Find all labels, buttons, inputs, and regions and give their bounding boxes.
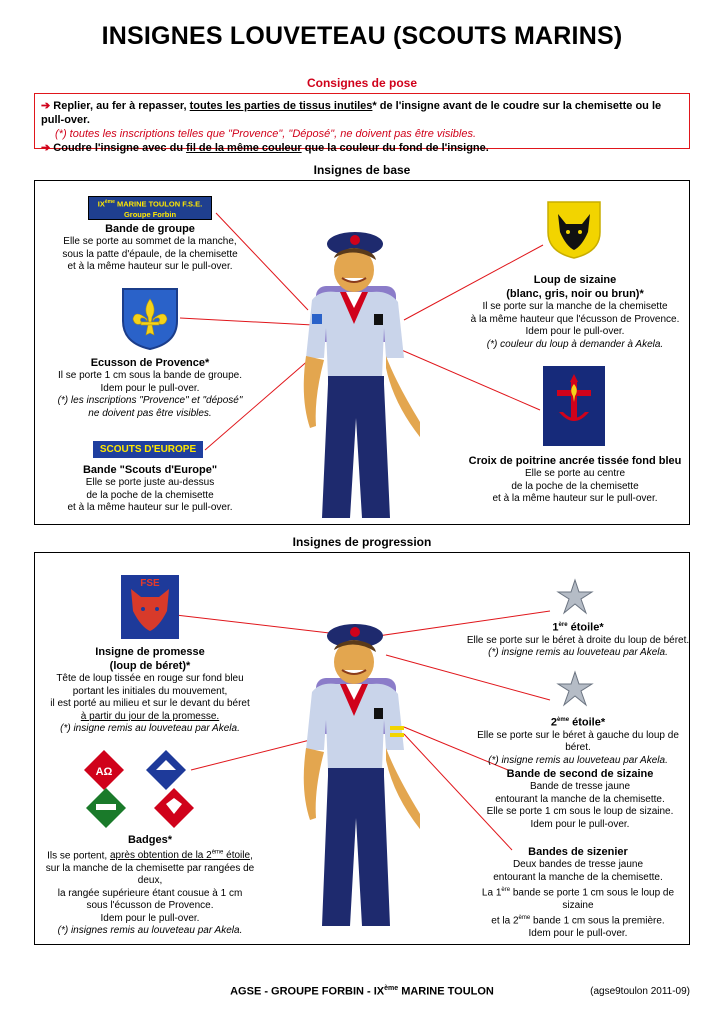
star-1-icon — [556, 578, 594, 615]
consigne-text: * de l'insigne avant de le coudre sur la… — [41, 100, 662, 126]
anchor-cross-badge-icon — [543, 366, 605, 446]
second-sizaine-caption: Bande de second de sizaine Bande de tres… — [486, 768, 674, 830]
arrow-right-icon: ➔ — [41, 100, 51, 112]
consigne-text: Coudre l'insigne avec du — [53, 142, 187, 154]
bande-groupe-caption: Bande de groupe Elle se porte au sommet … — [62, 223, 238, 272]
badges-caption: Badges* Ils se portent, après obtention … — [45, 834, 255, 937]
sizenier-caption: Bandes de sizenier Deux bandes de tresse… — [481, 846, 675, 940]
scout-figure-illustration — [303, 624, 420, 926]
base-heading: Insignes de base — [313, 163, 411, 177]
base-panel — [34, 180, 690, 525]
promise-wolf-badge-icon: FSE — [121, 575, 179, 639]
consigne-text: que la couleur du fond de l'insigne. — [301, 142, 489, 154]
progression-heading: Insignes de progression — [292, 535, 432, 549]
fleur-de-lis-shield-icon — [122, 288, 178, 351]
etoile2-caption: 2ème étoile* Elle se porte sur le béret … — [477, 716, 679, 766]
scout-figure-illustration — [303, 232, 420, 518]
arrow-right-icon: ➔ — [41, 142, 51, 154]
page-title: INSIGNES LOUVETEAU (SCOUTS MARINS) — [101, 22, 623, 50]
bande-groupe-badge: IXème MARINE TOULON F.S.E. Groupe Forbin — [88, 196, 212, 220]
badge-text: ΑΩ — [96, 766, 113, 778]
croix-caption: Croix de poitrine ancrée tissée fond ble… — [468, 455, 682, 504]
promesse-caption: Insigne de promesse (loup de béret)* Têt… — [50, 646, 250, 734]
loup-caption: Loup de sizaine (blanc, gris, noir ou br… — [470, 274, 680, 350]
ecusson-caption: Ecusson de Provence* Il se porte 1 cm so… — [57, 357, 243, 419]
footer-text: AGSE - GROUPE FORBIN - IXème MARINE TOUL… — [230, 985, 494, 998]
scouts-europe-badge: SCOUTS D'EUROPE — [93, 441, 203, 458]
scouts-europe-caption: Bande "Scouts d'Europe" Elle se porte ju… — [67, 464, 233, 513]
badges-icon-group: ΑΩ — [84, 750, 194, 828]
badge-text: FSE — [140, 578, 160, 589]
consigne-note: (*) toutes les inscriptions telles que "… — [55, 128, 476, 140]
consignes-box: ➔ Replier, au fer à repasser, toutes les… — [34, 93, 690, 154]
progression-panel — [34, 552, 690, 945]
consigne-text: fil de la même couleur — [186, 142, 302, 154]
consignes-heading: Consignes de pose — [306, 76, 418, 90]
badge-diamond-icon — [84, 750, 124, 790]
wolf-head-badge-icon — [547, 201, 601, 259]
consigne-text: Replier, au fer à repasser, — [53, 100, 190, 112]
footer-reference: (agse9toulon 2011-09) — [590, 986, 690, 997]
consigne-text: toutes les parties de tissus inutiles — [189, 100, 373, 112]
star-2-icon — [556, 670, 594, 707]
etoile1-caption: 1ère étoile* Elle se porte sur le béret … — [466, 621, 690, 659]
